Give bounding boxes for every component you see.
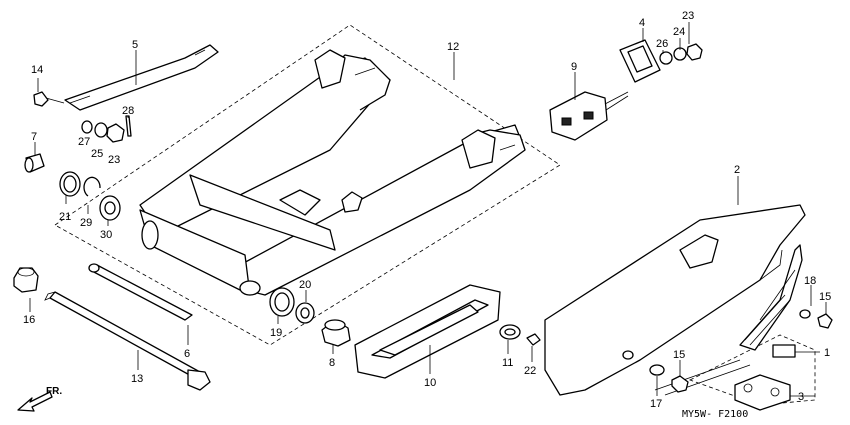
callout-30: 30 <box>100 229 112 241</box>
front-arrow-icon <box>17 391 53 412</box>
chain-case-washer <box>799 309 811 319</box>
callout-16: 16 <box>23 314 35 326</box>
callout-11: 11 <box>502 357 513 369</box>
callout-3: 3 <box>798 391 804 403</box>
screw <box>526 333 541 346</box>
chain-case-collar <box>649 364 665 376</box>
chain-slider <box>354 284 501 379</box>
callout-labels: 1 2 3 4 5 6 7 8 9 10 11 12 13 14 15 15 1… <box>23 10 831 410</box>
grommet <box>499 324 521 340</box>
adjuster-washer <box>659 51 673 65</box>
lock-washer <box>94 122 108 138</box>
needle-bearing <box>59 171 81 197</box>
castle-nut <box>106 123 125 143</box>
callout-5: 5 <box>132 39 138 51</box>
washer <box>81 120 93 134</box>
bolt <box>33 91 65 107</box>
brace <box>64 44 219 111</box>
callout-12: 12 <box>447 41 459 53</box>
drive-chain <box>654 244 803 396</box>
callout-26: 26 <box>656 38 668 50</box>
chain-case <box>544 204 806 396</box>
callout-24: 24 <box>673 26 685 38</box>
callout-23a: 23 <box>682 10 694 22</box>
callout-23b: 23 <box>108 154 120 166</box>
callout-15a: 15 <box>673 349 685 361</box>
callout-1: 1 <box>824 347 830 359</box>
callout-28: 28 <box>122 105 134 117</box>
chain-case-bolt <box>817 313 833 329</box>
dust-seal-cap <box>13 267 39 293</box>
chain-adjuster <box>549 91 629 141</box>
callout-18: 18 <box>804 275 816 287</box>
collar <box>24 153 45 173</box>
callout-25: 25 <box>91 148 103 160</box>
adjuster-boot <box>619 39 661 83</box>
swingarm-assembly-outline <box>54 24 561 346</box>
snap-ring <box>83 176 101 197</box>
ball-bearing <box>99 195 121 221</box>
drive-chain-outline <box>688 334 816 406</box>
cotter-pin <box>125 115 132 137</box>
front-arrow-label: FR. <box>46 386 62 397</box>
adjuster-nut <box>686 43 703 61</box>
callout-15b: 15 <box>819 291 831 303</box>
callout-27: 27 <box>78 136 90 148</box>
callout-13: 13 <box>131 373 143 385</box>
callout-8: 8 <box>329 357 335 369</box>
callout-20: 20 <box>299 279 311 291</box>
callout-7: 7 <box>31 131 37 143</box>
callout-10: 10 <box>424 377 436 389</box>
diagram-code: MY5W- F2100 <box>682 409 748 420</box>
chain-case-nut <box>671 375 689 393</box>
callout-6: 6 <box>184 348 190 360</box>
callout-4: 4 <box>639 17 645 29</box>
master-link <box>734 374 791 411</box>
callout-17: 17 <box>650 398 662 410</box>
callout-14: 14 <box>31 64 43 76</box>
leader-lines <box>29 22 827 397</box>
slider-collar <box>321 319 351 347</box>
callout-21: 21 <box>59 211 71 223</box>
swingarm <box>139 49 526 296</box>
callout-19: 19 <box>270 327 282 339</box>
pivot-bolt <box>44 291 211 391</box>
callout-9: 9 <box>571 61 577 73</box>
pivot-bearing <box>269 287 295 317</box>
pivot-seal <box>295 302 315 324</box>
callout-2: 2 <box>734 164 740 176</box>
callout-22: 22 <box>524 365 536 377</box>
callout-29: 29 <box>80 217 92 229</box>
